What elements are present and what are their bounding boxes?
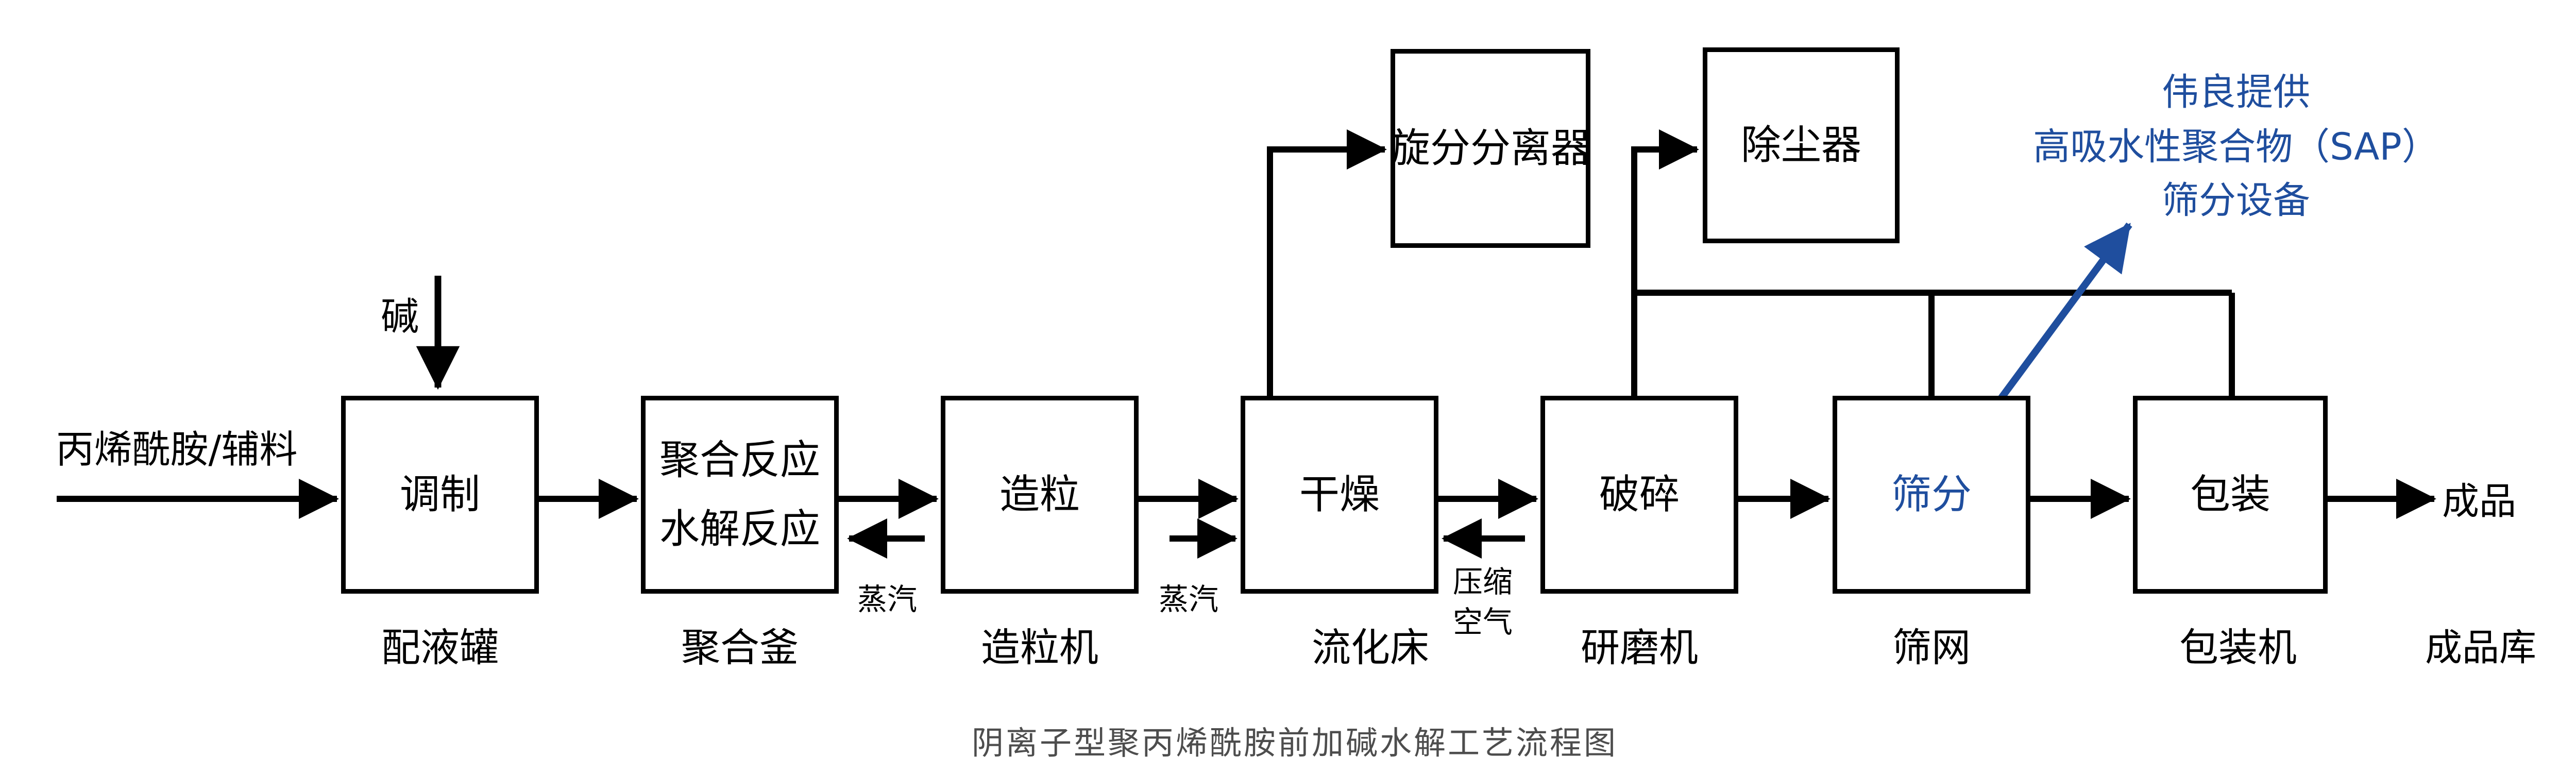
steam-label-polymerization: 蒸汽	[857, 582, 918, 617]
process-box-screening-label: 筛分	[1891, 471, 1972, 518]
product-label: 成品	[2442, 479, 2517, 523]
compressed-air-line-2: 空气	[1452, 604, 1513, 640]
process-box-granulation-label: 造粒	[999, 471, 1080, 518]
equipment-label-granulator: 造粒机	[981, 625, 1098, 670]
steam-label-drying: 蒸汽	[1158, 582, 1219, 617]
equipment-label-dissolving-tank: 配液罐	[381, 625, 499, 670]
dust-collector-label: 除尘器	[1740, 122, 1861, 169]
annotation-line-sap: 高吸水性聚合物（SAP）	[2033, 125, 2439, 169]
annotation-line-screening-equipment: 筛分设备	[2161, 178, 2311, 222]
equipment-label-fluidized-bed: 流化床	[1312, 625, 1429, 670]
process-box-packing-label: 包装	[2190, 471, 2270, 518]
process-box-screening: 筛分	[1833, 396, 2030, 594]
compressed-air-label: 压缩 空气	[1453, 562, 1513, 642]
process-box-mixing-label: 调制	[399, 471, 480, 518]
equipment-label-screen-mesh: 筛网	[1892, 625, 1971, 670]
process-box-drying-label: 干燥	[1299, 471, 1380, 518]
product-warehouse-label: 成品库	[2425, 626, 2537, 669]
process-box-crushing: 破碎	[1540, 396, 1738, 594]
duct-crushing-to-dust-collector	[1631, 129, 1699, 397]
process-box-granulation: 造粒	[941, 396, 1139, 594]
annotation-line-vendor: 伟良提供	[2161, 70, 2311, 114]
process-box-polymerization-hydrolysis: 聚合反应 水解反应	[641, 396, 839, 594]
duct-drying-to-cyclone	[1267, 129, 1387, 397]
cyclone-separator-label: 旋分分离器	[1390, 125, 1591, 172]
process-box-crushing-label: 破碎	[1599, 471, 1680, 518]
alkali-label: 碱	[381, 294, 419, 339]
equipment-label-grinder: 研磨机	[1581, 625, 1698, 670]
box-dust-collector: 除尘器	[1703, 47, 1900, 243]
process-box-packing: 包装	[2133, 396, 2328, 594]
process-box-drying: 干燥	[1241, 396, 1438, 594]
equipment-label-polymerization-kettle: 聚合釜	[681, 625, 799, 670]
feed-label: 丙烯酰胺/辅料	[56, 427, 298, 472]
diagram-title: 阴离子型聚丙烯酰胺前加碱水解工艺流程图	[971, 724, 1618, 762]
process-box-mixing: 调制	[341, 396, 539, 594]
polymerization-line: 聚合反应	[659, 436, 820, 483]
equipment-label-packing-machine: 包装机	[2179, 625, 2297, 670]
compressed-air-line-1: 压缩	[1452, 564, 1513, 599]
hydrolysis-line: 水解反应	[659, 506, 820, 552]
box-cyclone-separator: 旋分分离器	[1390, 49, 1591, 248]
